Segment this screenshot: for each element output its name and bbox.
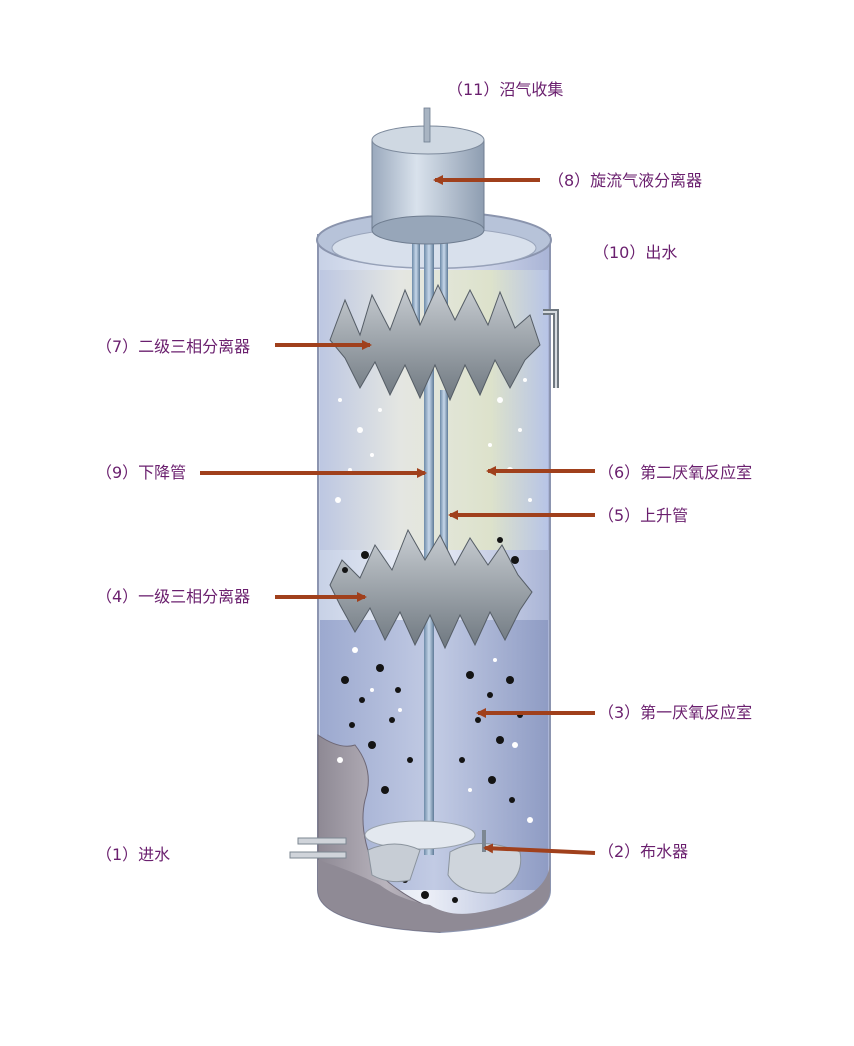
- outlet-pipe: [543, 309, 559, 388]
- label-first-chamber: （3）第一厌氧反应室: [598, 703, 753, 722]
- label-distributor: （2）布水器: [598, 842, 689, 861]
- label-riser: （5）上升管: [598, 506, 689, 525]
- label-downcomer: （9）下降管: [96, 463, 187, 482]
- gas-bubbles: [335, 378, 533, 823]
- label-cyclone-separator: （8）旋流气液分离器: [548, 171, 703, 190]
- label-first-separator: （4）一级三相分离器: [96, 587, 251, 606]
- inlet-pipes: [289, 837, 347, 859]
- label-second-separator: （7）二级三相分离器: [96, 337, 251, 356]
- label-inlet: （1）进水: [96, 845, 171, 864]
- arrow-distributor: [483, 843, 596, 855]
- label-second-chamber: （6）第二厌氧反应室: [598, 463, 753, 482]
- center-pipes: [412, 240, 448, 855]
- first-stage-separator: [329, 528, 533, 650]
- cyclone-separator: [371, 107, 485, 245]
- label-biogas-collection: （11）沼气收集: [447, 80, 564, 99]
- water-distributor: [364, 820, 522, 894]
- label-outlet: （10）出水: [593, 243, 678, 262]
- second-stage-separator: [329, 283, 541, 402]
- callout-arrows: [200, 175, 596, 855]
